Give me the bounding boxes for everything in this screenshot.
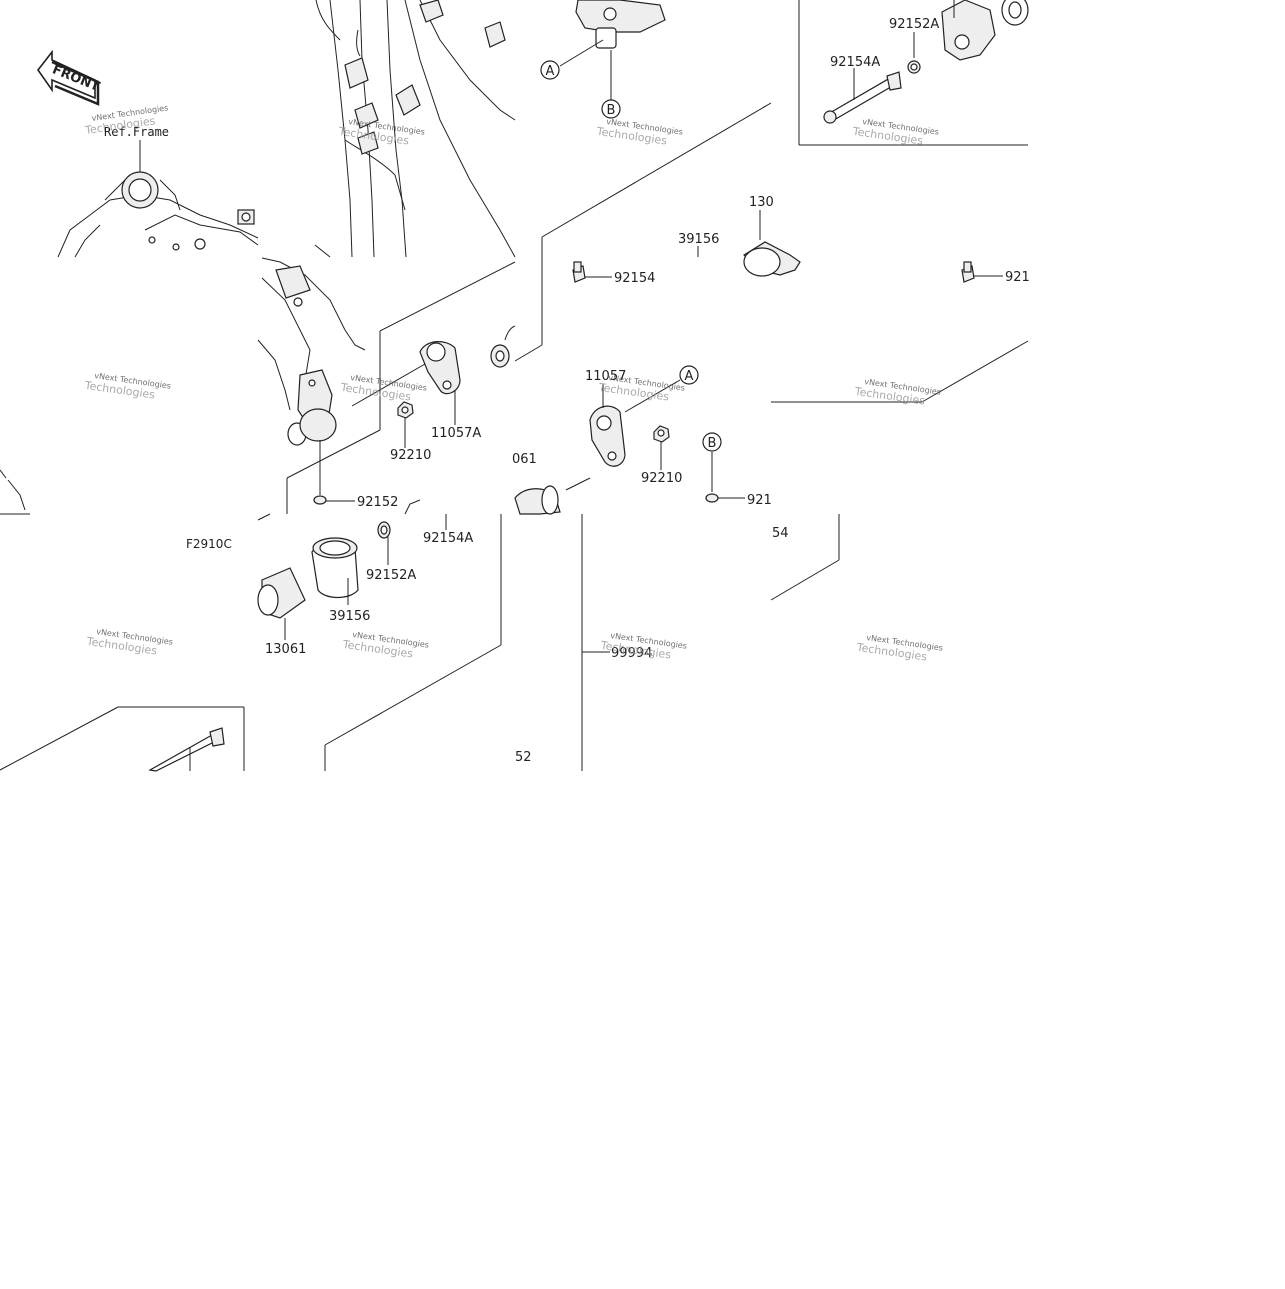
part-label: 92152A <box>366 568 416 583</box>
top-right-inset <box>823 0 1029 124</box>
part-label: 92154A <box>423 531 473 546</box>
part-label: 39156 <box>678 232 719 247</box>
callout-a-top-label: A <box>546 64 555 79</box>
swing-arm-bracket <box>257 257 366 446</box>
part-label: 99994 <box>611 646 652 661</box>
bottom-left-parts <box>148 521 391 772</box>
left-middle-parts <box>313 440 447 530</box>
part-label: 92210 <box>641 471 682 486</box>
callout-a-top: A <box>540 60 560 80</box>
upper-bracket-part <box>559 0 666 100</box>
frame-structure <box>314 0 516 258</box>
part-label: 061 <box>512 452 537 467</box>
middle-right-parts <box>351 210 1003 515</box>
part-label: 52 <box>515 750 532 765</box>
part-label: 92154 <box>614 271 655 286</box>
callout-b-mid-label: B <box>708 436 717 451</box>
part-label: 92152 <box>357 495 398 510</box>
callout-b-top-label: B <box>607 103 616 118</box>
left-frame-detail <box>0 171 259 511</box>
front-arrow-icon: FRONT <box>37 49 102 106</box>
part-label: 54 <box>772 526 789 541</box>
panel-outlines <box>0 0 1029 771</box>
part-label: 39156 <box>329 609 370 624</box>
part-label: 11057 <box>585 369 626 384</box>
callout-b-top: B <box>601 99 621 119</box>
ref-frame-label: Ref.Frame <box>104 125 169 139</box>
callout-a-mid: A <box>679 365 699 385</box>
part-labels: 92152A 92154A 130 39156 92154 921 11057 … <box>186 17 1030 765</box>
part-label: 921 <box>1005 270 1030 285</box>
part-label: 92210 <box>390 448 431 463</box>
part-label: 130 <box>749 195 774 210</box>
part-label: 92154A <box>830 55 880 70</box>
callout-a-mid-label: A <box>685 369 694 384</box>
part-label: 921 <box>747 493 772 508</box>
diagram-code: F2910C <box>186 537 232 551</box>
part-label: 13061 <box>265 642 306 657</box>
callout-b-mid: B <box>702 432 722 452</box>
part-label: 11057A <box>431 426 481 441</box>
part-label: 92152A <box>889 17 939 32</box>
